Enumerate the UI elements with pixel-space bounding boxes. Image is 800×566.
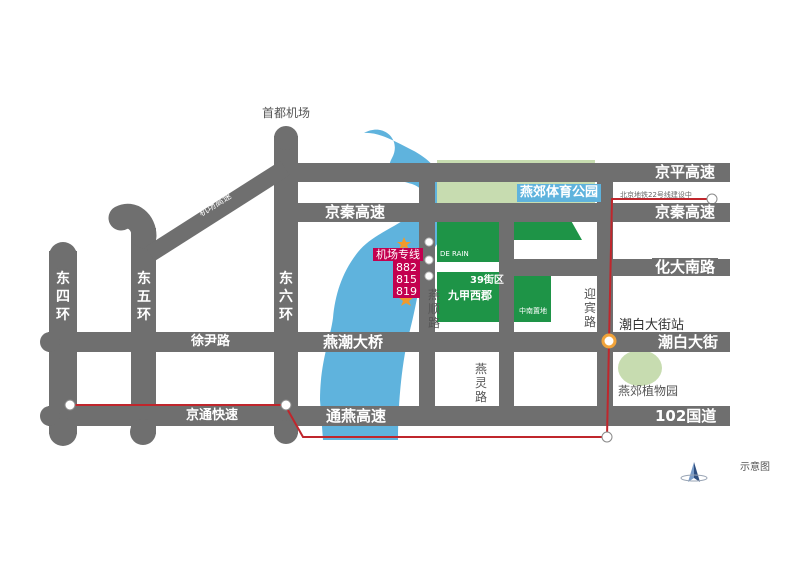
label-tongyan: 通燕高速 bbox=[323, 407, 390, 425]
road-airport-expy bbox=[145, 160, 290, 262]
logo-left: DE RAIN bbox=[440, 250, 469, 258]
label-subway-note: 北京地铁22号线建设中 bbox=[620, 191, 692, 199]
label-brand-small: 中南置地 bbox=[519, 307, 547, 315]
label-jingping: 京平高速 bbox=[652, 163, 719, 181]
label-huadanan: 化大南路 bbox=[652, 258, 719, 276]
road-jingping bbox=[287, 163, 730, 182]
label-sports-park: 燕郊体育公园 bbox=[517, 184, 602, 202]
label-yanshun: 燕顺路 bbox=[428, 288, 441, 330]
label-guodao102: 102国道 bbox=[652, 407, 720, 425]
bus-line: 882 bbox=[393, 261, 420, 274]
label-yingbin: 迎宾路 bbox=[584, 287, 597, 329]
star-icon bbox=[397, 237, 411, 250]
label-project-39: 39街区 bbox=[470, 275, 504, 286]
road-jingqin bbox=[287, 203, 730, 222]
label-jingtong: 京通快速 bbox=[183, 407, 242, 425]
label-botanical: 燕郊植物园 bbox=[618, 384, 679, 398]
road-east5 bbox=[131, 228, 156, 434]
label-yanling: 燕灵路 bbox=[475, 362, 488, 404]
road-east5-curve bbox=[108, 203, 157, 249]
metro-line-22 bbox=[70, 198, 712, 438]
label-jingqin: 京秦高速 bbox=[322, 203, 389, 221]
bus-title: 机场专线 bbox=[373, 248, 423, 261]
metro-stop-markers bbox=[64, 193, 718, 443]
label-airport: 首都机场 bbox=[262, 106, 311, 120]
road-yanling bbox=[499, 222, 514, 426]
label-station: 潮白大街站 bbox=[619, 318, 685, 333]
label-east4: 东四环 bbox=[56, 271, 70, 323]
label-schematic: 示意图 bbox=[740, 462, 770, 473]
station-marker bbox=[601, 333, 617, 349]
compass-icon bbox=[680, 462, 708, 482]
botanical-garden-area bbox=[618, 350, 662, 386]
label-east5: 东五环 bbox=[137, 271, 151, 323]
label-jingqin-east: 京秦高速 bbox=[652, 203, 719, 221]
bus-line: 815 bbox=[393, 273, 420, 286]
star-icon bbox=[399, 293, 413, 306]
project-area-east bbox=[512, 272, 551, 322]
bus-line: 819 bbox=[393, 285, 420, 298]
road-yanshun bbox=[419, 163, 435, 426]
label-xuyin: 徐尹路 bbox=[188, 333, 234, 351]
label-project-brand: 九甲西郡 bbox=[448, 289, 492, 302]
label-chaobai: 潮白大街 bbox=[655, 333, 722, 351]
label-yanchao-bridge: 燕潮大桥 bbox=[320, 333, 387, 351]
label-east6: 东六环 bbox=[279, 271, 293, 323]
project-area-south bbox=[437, 272, 499, 322]
road-east6 bbox=[274, 136, 298, 434]
